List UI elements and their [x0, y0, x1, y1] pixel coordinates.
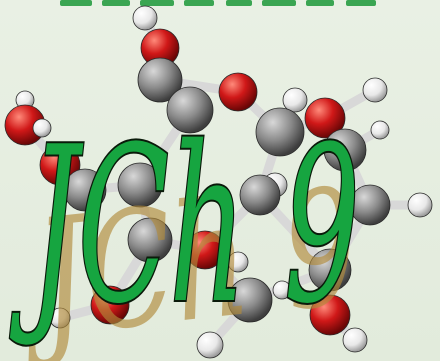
- carbon-atom: [127, 217, 173, 263]
- hydrogen-atom: [132, 5, 158, 31]
- hydrogen-atom: [32, 118, 52, 138]
- oxygen-atom: [309, 294, 351, 336]
- top-banner-fragment: [60, 0, 376, 6]
- oxygen-atom: [90, 285, 130, 325]
- hydrogen-atom: [227, 251, 249, 273]
- carbon-atom: [349, 184, 391, 226]
- oxygen-atom: [218, 72, 258, 112]
- logo-text: JCh 9: [9, 100, 360, 351]
- carbon-atom: [308, 248, 352, 292]
- hydrogen-atom: [282, 87, 308, 113]
- carbon-atom: [137, 57, 183, 103]
- carbon-atom: [255, 107, 305, 157]
- oxygen-atom: [304, 97, 346, 139]
- hydrogen-atom: [196, 331, 224, 359]
- logo-shadow-text: JCh 9: [10, 153, 367, 361]
- hydrogen-atom: [362, 77, 388, 103]
- carbon-atom: [323, 128, 367, 172]
- carbon-atom: [166, 86, 214, 134]
- carbon-atom: [227, 277, 273, 323]
- hydrogen-atom: [370, 120, 390, 140]
- hydrogen-atom: [407, 192, 433, 218]
- oxygen-atom: [185, 230, 225, 270]
- hydrogen-atom: [49, 307, 71, 329]
- carbon-atom: [239, 174, 281, 216]
- carbon-atom: [63, 168, 107, 212]
- hydrogen-atom: [342, 327, 368, 353]
- molecule-atoms: [4, 5, 433, 359]
- carbon-atom: [117, 162, 163, 208]
- hydrogen-atom: [272, 280, 292, 300]
